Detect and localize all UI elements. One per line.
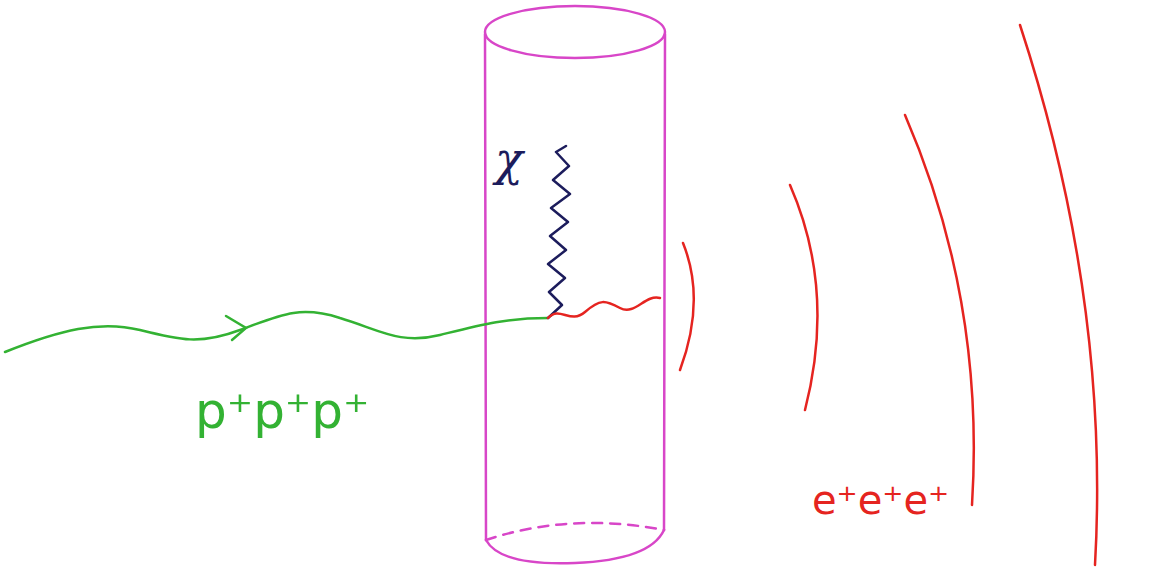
beam-label: p⁺p⁺p⁺ [195, 384, 369, 439]
cylinder-bottom [486, 530, 664, 563]
wavefronts [680, 25, 1097, 565]
cylinder-side [485, 34, 486, 540]
wavefront-arc [790, 185, 817, 410]
positron-label: e⁺e⁺e⁺ [812, 478, 949, 522]
detector-cylinder [485, 6, 665, 563]
particle-label: χ [495, 134, 523, 185]
wavefront-arc [680, 243, 694, 370]
cylinder-back-edge [486, 523, 664, 540]
chi-wave [548, 146, 570, 318]
cylinder-top [485, 6, 665, 58]
beam-arrow [226, 316, 246, 340]
beam-wave [5, 312, 548, 352]
wavefront-arc [1020, 25, 1097, 565]
cylinder-side [664, 34, 665, 530]
wavefront-arc [905, 115, 974, 505]
proton-beam [5, 312, 548, 352]
positron-wave [548, 298, 660, 318]
